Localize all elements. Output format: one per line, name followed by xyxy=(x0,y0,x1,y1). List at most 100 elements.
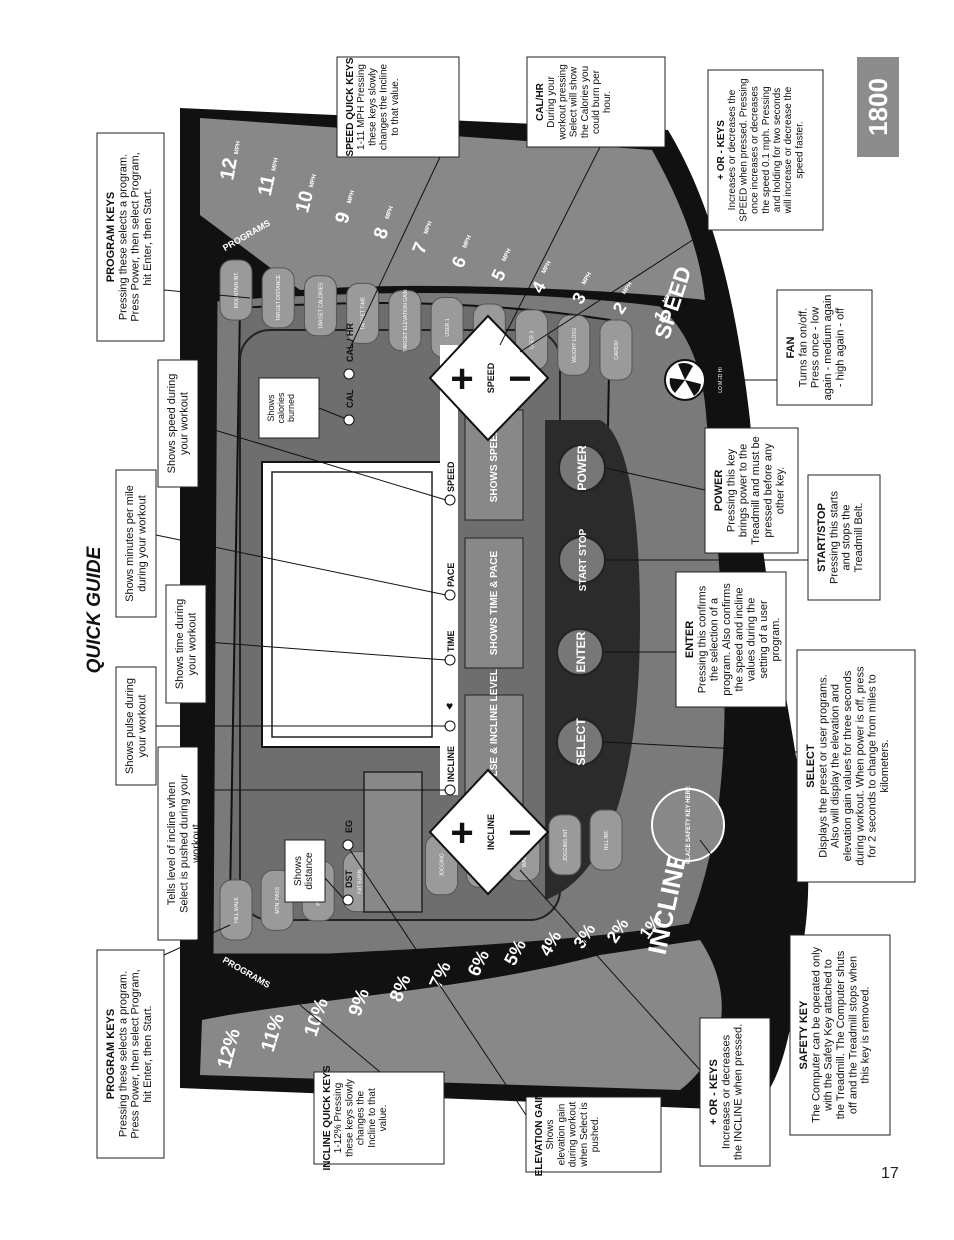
program-key-hill-int-[interactable]: HILL INT. xyxy=(589,809,623,871)
callout-title: + OR - KEYS xyxy=(716,120,727,180)
callout-body-line: 1-12% Pressing xyxy=(333,1083,344,1154)
cal-indicator-light xyxy=(343,414,355,426)
callout-body-line: will increase or decrease the xyxy=(783,86,794,214)
power-button-label: POWER xyxy=(575,445,589,491)
pace-indicator-label: PACE xyxy=(446,563,456,587)
calories-box xyxy=(258,377,320,439)
program-key-weight-loss[interactable]: WEIGHT LOSS xyxy=(557,314,591,376)
lcd-inner xyxy=(271,471,433,738)
control-buttons: SELECT ENTER START STOP POWER xyxy=(556,444,606,766)
program-key-label: HILL WALK xyxy=(234,896,240,922)
program-key-target-calories[interactable]: TARGET CALORIES xyxy=(303,275,337,337)
program-key-user-1[interactable]: USER 1 xyxy=(430,297,464,359)
program-key-face xyxy=(548,814,582,876)
callout-body-line: calories xyxy=(276,392,286,424)
incline-plus-key[interactable] xyxy=(442,812,482,852)
right-arc xyxy=(200,118,705,300)
program-key-target-elevation-gain[interactable]: TARGET ELEVATION GAIN xyxy=(388,289,422,352)
model-tab xyxy=(857,57,899,157)
time-indicator-label: TIME xyxy=(446,631,456,653)
program-key-label: JOGGING INT. xyxy=(563,828,569,861)
program-key-cardio[interactable]: CARDIO xyxy=(599,319,633,381)
program-key-face xyxy=(557,314,591,376)
safety-key-slot-label: PLACE SAFETY KEY HERE xyxy=(686,786,692,864)
program-key-label: TARGET ELEVATION GAIN xyxy=(403,289,409,352)
callout-body-line: The Computer can be operated only xyxy=(810,946,822,1123)
program-key-mountain-int-[interactable]: MOUNTAIN INT. xyxy=(219,259,253,321)
callout-body-line: Displays the preset or user programs. xyxy=(817,674,829,857)
incline-plus-icon: + xyxy=(450,811,473,855)
left-arc xyxy=(200,940,722,1090)
enter-button[interactable] xyxy=(556,628,604,676)
callout-body-line: the selection of a xyxy=(709,597,721,681)
incline-plus-minus-keys: + − INCLINE xyxy=(428,768,550,896)
callout-body-line: Pressing this key xyxy=(725,448,737,532)
speed-key-11[interactable]: 11 xyxy=(254,173,280,198)
right-program-keys: MOUNTAIN INT.TARGET DISTANCE TARGET CALOR… xyxy=(219,259,633,381)
pace-box xyxy=(115,469,157,618)
program-key-target-distance[interactable]: TARGET DISTANCE xyxy=(261,267,295,329)
callout-body-line: Shows time during xyxy=(174,599,186,690)
speed-key-unit-4: MPH xyxy=(541,260,553,275)
power-box xyxy=(704,427,799,554)
select-button[interactable] xyxy=(556,718,604,766)
callout-body-line: your workout xyxy=(186,613,198,676)
callout-body-line: Shows pulse during xyxy=(124,678,136,774)
model-number: 1800 xyxy=(863,78,893,136)
program-keys-left-box xyxy=(96,949,165,1159)
incline-pm-label: INCLINE xyxy=(486,814,496,850)
page-number: 17 xyxy=(881,1165,899,1182)
callout-body-line: and holding for two seconds xyxy=(772,88,783,213)
incline-minus-icon[interactable]: − xyxy=(508,811,531,855)
program-key-target-time[interactable]: TARGET TIME xyxy=(346,282,380,344)
callout-body-line: Press once - low xyxy=(810,307,822,388)
heart-icon: ♥ xyxy=(446,699,453,713)
pulse-box xyxy=(115,666,157,786)
callout-body-line: the Treadmill. The Computer shuts xyxy=(835,950,847,1119)
callout-title: PROGRAM KEYS xyxy=(105,1009,117,1099)
fan-box xyxy=(776,289,873,406)
cal-hr-box xyxy=(526,56,666,148)
callout-body-line: SPEED when pressed. Pressing xyxy=(738,78,749,221)
program-key-jogging-int-[interactable]: JOGGING INT. xyxy=(548,814,582,876)
speed-key-unit-12: MPH xyxy=(234,141,242,155)
program-key-hill-walk[interactable]: HILL WALK xyxy=(219,879,253,941)
callout-body-line: the INCLINE when pressed. xyxy=(733,1024,745,1160)
speed-key-unit-8: MPH xyxy=(385,206,395,221)
speed-minus-icon[interactable]: − xyxy=(508,357,531,401)
callout-title: START/STOP xyxy=(816,503,828,572)
leader-lines xyxy=(155,146,808,1116)
program-key-face xyxy=(589,809,623,871)
callout-title: + OR - KEYS xyxy=(708,1059,720,1125)
callout-body-line: Tells level of incline when xyxy=(166,782,178,906)
callout-body-line: Pressing this starts xyxy=(828,491,840,584)
callouts xyxy=(96,56,916,1173)
speed-plus-icon[interactable]: + xyxy=(450,357,473,401)
callout-body-line: Shows speed during xyxy=(166,374,178,474)
enter-button-label: ENTER xyxy=(574,631,588,672)
callout-body-line: and stops the xyxy=(841,504,853,570)
callout-title: PROGRAM KEYS xyxy=(105,192,117,282)
speed-plus-minus-keys: + − SPEED xyxy=(428,314,550,442)
speed-pm-label: SPEED xyxy=(486,362,496,393)
callout-body-line: Press Power, then select Program, xyxy=(130,969,142,1138)
program-key-label: MTN. PASS xyxy=(275,886,281,913)
program-key-label: WEIGHT LOSS xyxy=(572,327,578,362)
program-key-face xyxy=(219,259,253,321)
safety-key-slot[interactable] xyxy=(651,788,725,862)
program-key-label: TARGET CALORIES xyxy=(318,282,324,329)
speed-key-unit-7: MPH xyxy=(423,221,433,236)
speed-key-12[interactable]: 12 xyxy=(216,156,242,182)
program-key-face xyxy=(219,879,253,941)
callout-body-line: Pressing these selects a program. xyxy=(117,154,129,320)
callout-body-line: Press Power, then select Program, xyxy=(130,152,142,321)
callout-body-line: setting of a user xyxy=(758,600,770,679)
callout-body-line: Also will display the elevation and xyxy=(830,684,842,848)
callout-body-line: pressed before any xyxy=(762,443,774,538)
